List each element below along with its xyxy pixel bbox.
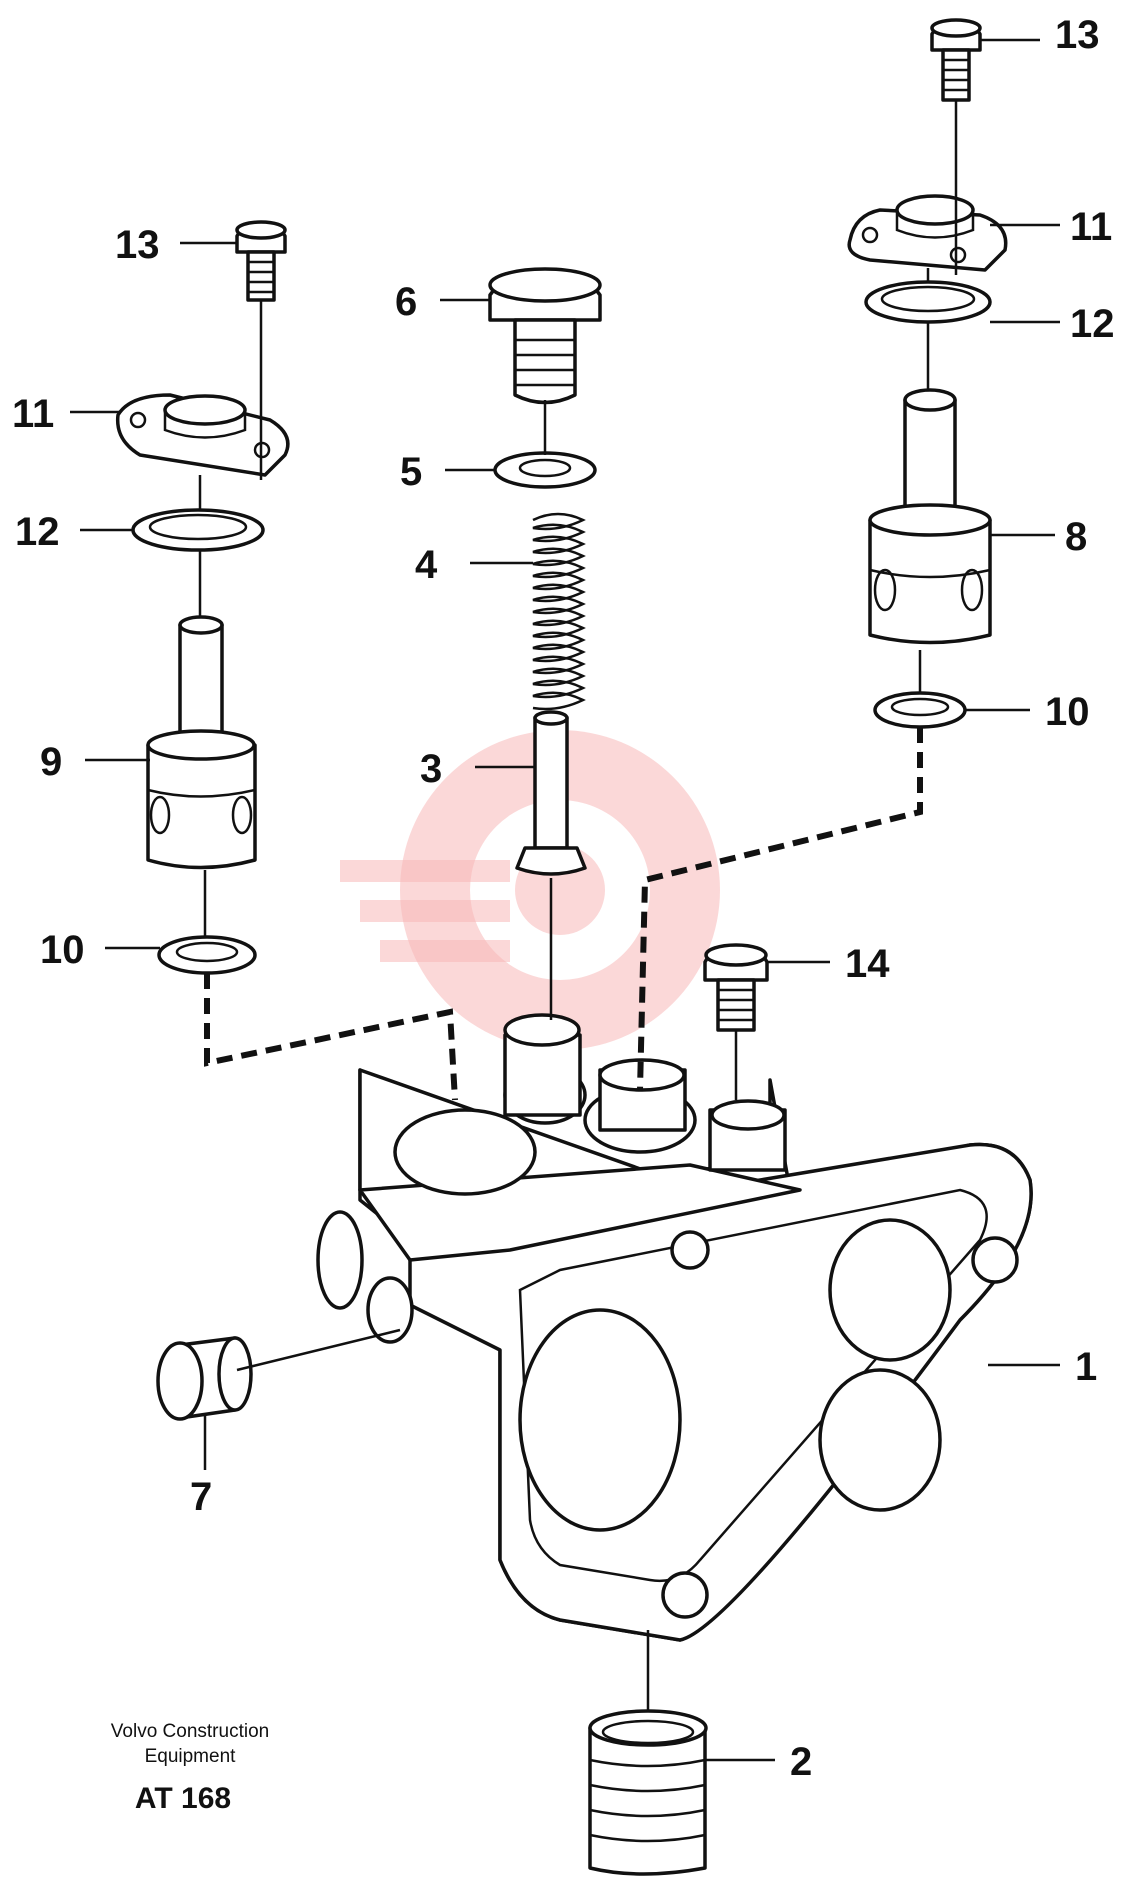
callout-leaders: [70, 38, 1060, 1762]
callout-9: 9: [40, 740, 62, 784]
assembly-lines: [198, 100, 958, 1712]
o-ring-left-part: [131, 508, 265, 552]
callout-10-left: 10: [40, 928, 85, 972]
spring-part: [532, 512, 586, 711]
callout-3: 3: [420, 747, 442, 791]
callout-6: 6: [395, 280, 417, 324]
valve-body-right-part: [868, 388, 992, 645]
nipple-part: [588, 1709, 708, 1876]
watermark-gear-icon: [340, 730, 720, 1050]
ring-left-part: [157, 935, 257, 975]
callout-13-left: 13: [115, 223, 160, 267]
callout-8: 8: [1065, 515, 1087, 559]
cover-left-part: [115, 393, 290, 477]
housing-part: [316, 1013, 1033, 1642]
callout-4: 4: [415, 543, 438, 587]
callout-1: 1: [1075, 1345, 1097, 1389]
callout-5: 5: [400, 450, 422, 494]
callout-2: 2: [790, 1740, 812, 1784]
valve-body-left-part: [146, 615, 257, 870]
screw-left-part: [235, 220, 287, 302]
credit-line-2: Equipment: [145, 1746, 237, 1767]
screw-center-part: [703, 943, 769, 1032]
plug-part: [488, 267, 602, 405]
screw-right-part: [930, 18, 982, 102]
callout-labels: 1 2 3 4 5 6 7 8 9 10 10 11 11 12 12 13 1…: [12, 13, 1115, 1784]
cover-right-part: [847, 194, 1008, 272]
figure-code: AT 168: [135, 1782, 231, 1815]
callout-11-right: 11: [1070, 205, 1112, 249]
callout-7: 7: [190, 1475, 212, 1519]
callout-14: 14: [845, 942, 890, 986]
callout-12-left: 12: [15, 510, 60, 554]
o-ring-right-part: [864, 280, 992, 324]
ring-right-part: [873, 691, 967, 729]
credit-line-1: Volvo Construction: [111, 1721, 269, 1742]
cap-part: [156, 1336, 253, 1421]
callout-13-right: 13: [1055, 13, 1100, 57]
callout-11-left: 11: [12, 392, 54, 436]
valve-stem-part: [515, 710, 587, 876]
callout-10-right: 10: [1045, 690, 1090, 734]
figure-credit: Volvo Construction Equipment AT 168: [111, 1721, 269, 1815]
callout-12-right: 12: [1070, 302, 1115, 346]
washer-part: [493, 451, 597, 489]
